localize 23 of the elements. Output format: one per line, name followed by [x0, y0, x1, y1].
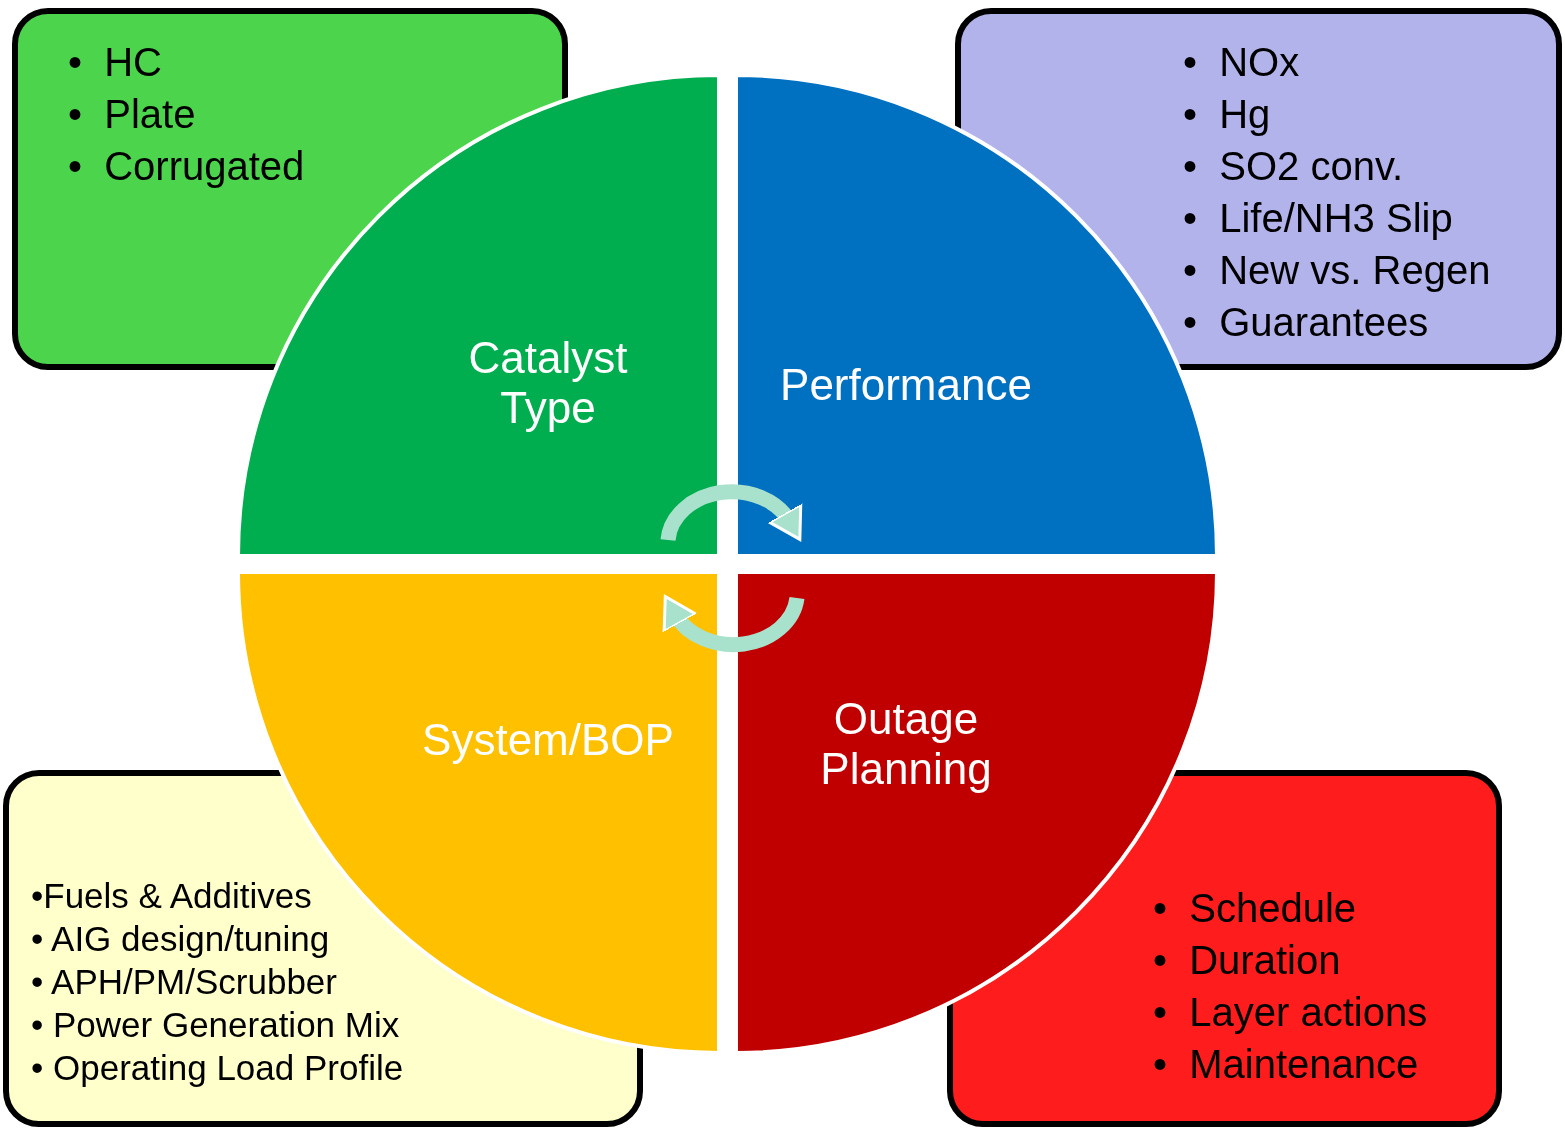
bullet-item: • Guarantees: [1183, 299, 1430, 346]
bullet-item: • AIG design/tuning: [31, 918, 331, 960]
bullet-item: • APH/PM/Scrubber: [31, 961, 338, 1003]
bullet-item: • Corrugated: [68, 143, 305, 190]
quadrant-label: Outage Planning: [819, 694, 993, 794]
bullet-item: • SO2 conv.: [1183, 143, 1405, 190]
quadrant-label: Catalyst Type: [467, 333, 629, 433]
bullet-item: • Power Generation Mix: [31, 1004, 401, 1046]
bullet-item: • HC: [68, 39, 163, 86]
quadrant-label: System/BOP: [421, 715, 675, 765]
bullet-item: •Fuels & Additives: [31, 875, 313, 917]
bullet-item: • Maintenance: [1153, 1041, 1420, 1088]
bullet-item: • Duration: [1153, 937, 1342, 984]
bullet-item: • Plate: [68, 91, 197, 138]
bullet-item: • Hg: [1183, 91, 1272, 138]
bullet-item: • Layer actions: [1153, 989, 1428, 1036]
bullet-item: • Operating Load Profile: [31, 1047, 404, 1089]
bullet-item: • Life/NH3 Slip: [1183, 195, 1454, 242]
bullet-item: • NOx: [1183, 39, 1301, 86]
bullet-item: • Schedule: [1153, 885, 1358, 932]
quadrant-label: Performance: [779, 360, 1033, 410]
curved-arrow: [660, 484, 803, 542]
bullet-item: • New vs. Regen: [1183, 247, 1491, 294]
